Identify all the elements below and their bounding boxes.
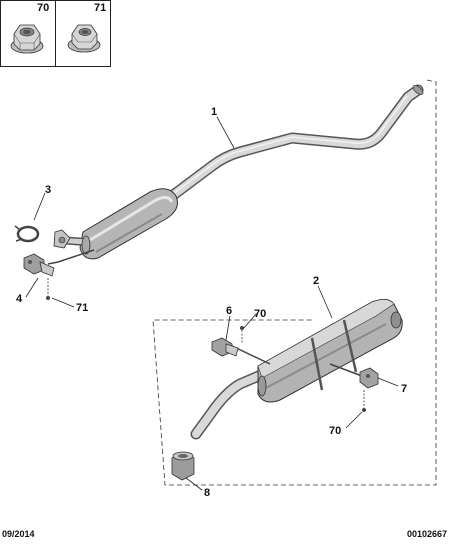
callout-6: 6: [226, 305, 232, 317]
nut-box-71-number: 71: [94, 2, 106, 14]
nut-box-71: 71: [55, 0, 111, 67]
rubber-mount-part-4: [23, 253, 55, 300]
callout-70-upper: 70: [254, 308, 266, 320]
rear-silencer-part-2: [190, 298, 403, 440]
flange-nut-icon: [10, 24, 44, 54]
pipe-sleeve-part-8: [171, 451, 195, 481]
footer-date: 09/2014: [2, 529, 35, 539]
leader-lines: [25, 116, 399, 491]
rubber-mount-part-7: [359, 367, 379, 412]
clamp-part-3: [14, 225, 71, 249]
rear-section-dashed-frame: [152, 79, 437, 486]
callout-70-lower: 70: [329, 425, 341, 437]
nut-box-70: 70: [0, 0, 56, 67]
footer-reference-number: 00102667: [406, 529, 447, 539]
intermediate-pipe-part-1: [47, 84, 424, 265]
callout-71: 71: [76, 302, 88, 314]
callout-1: 1: [211, 106, 217, 118]
callout-2: 2: [313, 275, 319, 287]
callout-4: 4: [16, 293, 23, 305]
rubber-mount-part-6: [211, 326, 244, 357]
nut-box-70-number: 70: [37, 2, 49, 14]
callout-3: 3: [45, 184, 51, 196]
callout-8: 8: [204, 487, 210, 499]
callout-7: 7: [401, 383, 407, 395]
flange-nut-icon: [67, 24, 101, 53]
